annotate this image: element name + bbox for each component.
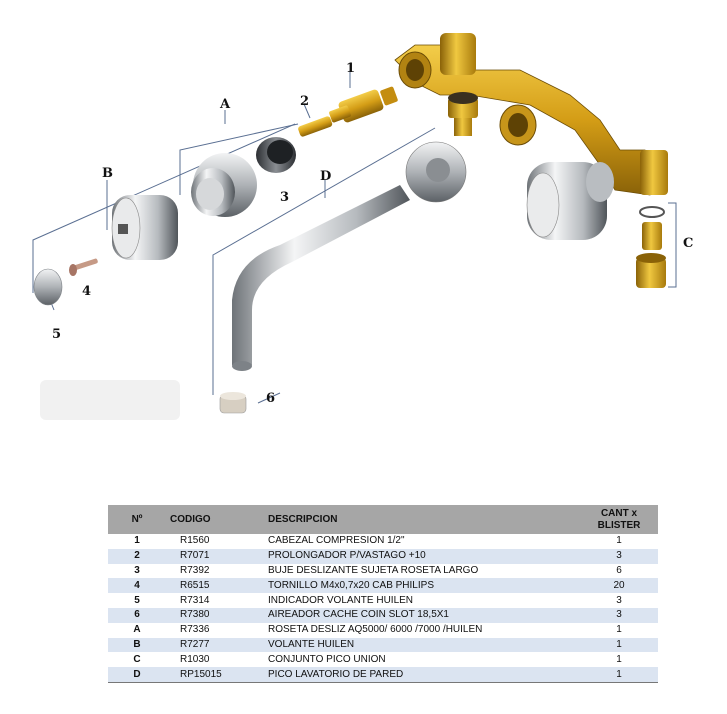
indicator-cap: [33, 268, 63, 306]
row-qty: 3: [580, 607, 658, 623]
table-row: 1 R1560 CABEZAL COMPRESION 1/2" 1: [108, 534, 658, 549]
row-desc: CABEZAL COMPRESION 1/2": [268, 535, 405, 547]
table-row: A R7336 ROSETA DESLIZ AQ5000/ 6000 /7000…: [108, 623, 658, 638]
table-header-row: Nº CODIGO DESCRIPCION CANT x BLISTER: [108, 505, 658, 534]
union-set: [636, 206, 666, 288]
header-qty: CANT x BLISTER: [580, 505, 658, 534]
compression-cartridge: [329, 86, 398, 123]
table-row: 6 R7380 AIREADOR CACHE COIN SLOT 18,5X1 …: [108, 607, 658, 623]
callout-a: A: [219, 97, 231, 112]
row-num: 6: [108, 607, 166, 623]
row-code: R7392: [180, 564, 210, 576]
mounted-handle: [526, 162, 614, 240]
stem-extension: [298, 116, 333, 137]
row-desc: TORNILLO M4x0,7x20 CAB PHILIPS: [264, 578, 580, 594]
row-code: R7314: [180, 594, 210, 606]
row-num: 4: [108, 578, 166, 594]
row-desc: PICO LAVATORIO DE PARED: [264, 667, 580, 683]
row-qty: 20: [580, 578, 658, 594]
row-desc: AIREADOR CACHE COIN SLOT 18,5X1: [264, 607, 580, 623]
row-code: R7380: [166, 607, 264, 623]
callout-3: 3: [280, 190, 289, 205]
handle-knob: [111, 195, 178, 260]
row-code: R7071: [166, 548, 264, 564]
callout-2: 2: [300, 94, 309, 109]
row-desc: ROSETA DESLIZ AQ5000/ 6000 /7000 /HUILEN: [268, 624, 483, 636]
row-num: C: [133, 653, 141, 665]
table-row: C R1030 CONJUNTO PICO UNION 1: [108, 652, 658, 667]
callout-c: C: [683, 236, 693, 251]
spout: [232, 141, 467, 371]
row-desc: VOLANTE HUILEN: [264, 637, 580, 653]
background-ghost: [40, 380, 180, 420]
header-num: Nº: [108, 505, 166, 534]
row-qty: 1: [616, 653, 622, 665]
row-desc: CONJUNTO PICO UNION: [268, 653, 386, 665]
row-qty: 1: [580, 667, 658, 683]
table-row: 2 R7071 PROLONGADOR P/VASTAGO +10 3: [108, 548, 658, 564]
table-row: D RP15015 PICO LAVATORIO DE PARED 1: [108, 667, 658, 683]
sliding-bushing: [256, 137, 296, 173]
row-desc: BUJE DESLIZANTE SUJETA ROSETA LARGO: [268, 564, 479, 576]
row-code: R1560: [180, 535, 210, 547]
header-code: CODIGO: [166, 505, 264, 534]
union-nut: [448, 92, 478, 136]
row-qty: 1: [580, 637, 658, 653]
callout-b: B: [102, 166, 113, 181]
rosette: [191, 153, 257, 217]
row-num: D: [108, 667, 166, 683]
row-code: R6515: [166, 578, 264, 594]
table-row: B R7277 VOLANTE HUILEN 1: [108, 637, 658, 653]
row-code: R7336: [180, 624, 210, 636]
row-code: R1030: [180, 653, 210, 665]
callout-d: D: [320, 169, 331, 184]
row-code: R7277: [166, 637, 264, 653]
row-qty: 1: [616, 624, 622, 636]
header-desc: DESCRIPCION: [264, 505, 580, 534]
parts-table: Nº CODIGO DESCRIPCION CANT x BLISTER 1 R…: [108, 505, 658, 683]
row-desc: INDICADOR VOLANTE HUILEN: [268, 594, 414, 606]
row-desc: PROLONGADOR P/VASTAGO +10: [264, 548, 580, 564]
table-row: 5 R7314 INDICADOR VOLANTE HUILEN 3: [108, 593, 658, 608]
row-qty: 6: [616, 564, 622, 576]
row-num: 2: [108, 548, 166, 564]
row-num: 1: [134, 535, 140, 547]
table-row: 3 R7392 BUJE DESLIZANTE SUJETA ROSETA LA…: [108, 564, 658, 579]
row-qty: 3: [616, 594, 622, 606]
callout-4: 4: [82, 284, 91, 299]
row-num: 3: [134, 564, 140, 576]
row-code: RP15015: [166, 667, 264, 683]
callout-1: 1: [346, 61, 355, 76]
screw: [69, 258, 98, 276]
callout-5: 5: [52, 327, 61, 342]
brass-wall-body: [394, 33, 668, 196]
row-num: A: [133, 624, 141, 636]
exploded-parts-diagram: 1 2 3 4 5 6 A B C D: [32, 33, 693, 420]
row-qty: 1: [616, 535, 622, 547]
row-num: B: [108, 637, 166, 653]
table-row: 4 R6515 TORNILLO M4x0,7x20 CAB PHILIPS 2…: [108, 578, 658, 594]
aerator: [219, 392, 247, 414]
callout-6: 6: [266, 391, 275, 406]
row-qty: 3: [580, 548, 658, 564]
row-num: 5: [134, 594, 140, 606]
